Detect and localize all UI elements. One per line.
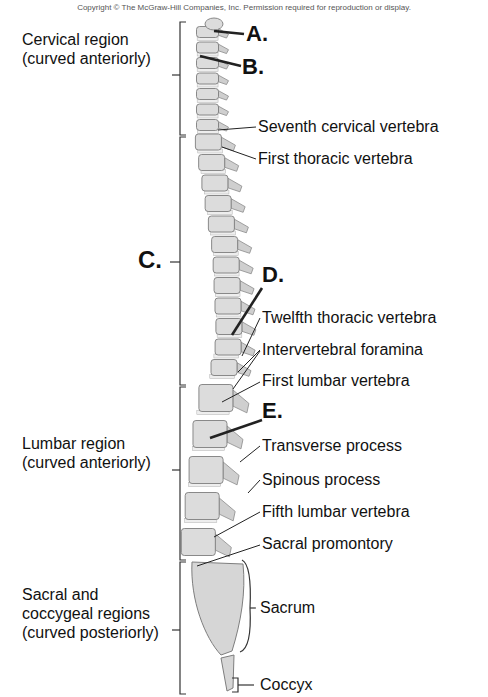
- spinous-process: [231, 199, 245, 213]
- part-label: Sacral promontory: [262, 534, 484, 553]
- vertebral-body: [205, 196, 231, 212]
- vertebral-column: [181, 18, 256, 691]
- callout-letter: D.: [262, 262, 302, 288]
- leader-line: [242, 318, 260, 356]
- part-label: Fifth lumbar vertebra: [262, 502, 484, 521]
- bracket: [180, 387, 186, 560]
- vertebral-body: [197, 104, 219, 115]
- vertebral-body: [211, 360, 237, 376]
- spinous-process: [219, 498, 235, 521]
- spinous-process: [233, 390, 249, 413]
- vertebral-body: [215, 339, 241, 355]
- vertebral-body: [215, 298, 241, 314]
- leader-lines: [197, 31, 262, 566]
- vertebral-body: [212, 237, 238, 253]
- spinous-process: [234, 219, 248, 233]
- bracket: [172, 629, 180, 630]
- vertebral-body: [197, 73, 219, 84]
- leader-line: [238, 350, 260, 372]
- vertebral-body: [199, 155, 225, 171]
- vertebral-body: [202, 175, 228, 191]
- vertebral-body: [189, 457, 223, 484]
- vertebral-body: [185, 493, 219, 520]
- spinous-process: [219, 91, 229, 100]
- atlas: [205, 18, 223, 30]
- spinous-process: [225, 158, 239, 172]
- bracket: [180, 562, 186, 694]
- vertebral-body: [195, 134, 221, 150]
- spinous-process: [219, 44, 229, 53]
- leader-line: [248, 480, 260, 493]
- part-label: First lumbar vertebra: [262, 371, 484, 390]
- spinous-process: [228, 178, 242, 192]
- part-label: Twelfth thoracic vertebra: [262, 308, 484, 327]
- vertebral-body: [181, 529, 215, 556]
- sacrum-shape: [192, 562, 244, 655]
- part-label: First thoracic vertebra: [258, 149, 483, 168]
- spinous-process: [223, 462, 239, 485]
- region-label: Sacral and coccygeal regions (curved pos…: [22, 585, 170, 643]
- spinous-process: [238, 240, 252, 254]
- vertebral-body: [199, 385, 233, 412]
- bracket: [172, 74, 180, 75]
- part-label: Sacrum: [260, 598, 460, 617]
- leader-line: [222, 147, 256, 159]
- leader-line: [214, 512, 260, 537]
- leader-line: [232, 288, 262, 335]
- part-label: Transverse process: [262, 436, 484, 455]
- leader-line: [222, 382, 260, 402]
- region-label: Cervical region (curved anteriorly): [22, 30, 170, 68]
- bracket: [232, 678, 238, 692]
- part-label: Intervertebral foramina: [262, 340, 484, 359]
- leader-line: [218, 127, 256, 130]
- part-label: Seventh cervical vertebra: [258, 117, 483, 136]
- callout-letter: B.: [242, 54, 282, 80]
- vertebral-body: [213, 257, 239, 273]
- leader-line: [200, 56, 241, 66]
- part-label: Spinous process: [262, 470, 484, 489]
- callout-letter: C.: [138, 246, 172, 275]
- spinous-process: [219, 75, 229, 84]
- region-brackets: [170, 22, 256, 694]
- bracket: [250, 607, 256, 608]
- vertebral-body: [197, 120, 219, 131]
- callout-letter: E.: [262, 398, 302, 424]
- callout-letter: A.: [246, 21, 286, 47]
- region-label: Lumbar region (curved anteriorly): [22, 434, 170, 472]
- vertebral-body: [197, 89, 219, 100]
- leader-line: [214, 31, 244, 34]
- bracket: [170, 261, 180, 262]
- bracket: [172, 469, 180, 470]
- bracket: [180, 137, 186, 385]
- spinous-process: [215, 534, 231, 557]
- vertebral-body: [208, 216, 234, 232]
- spinous-process: [239, 260, 253, 274]
- leader-line: [197, 545, 260, 566]
- coccyx-shape: [221, 655, 234, 691]
- sacrum-bracket: [240, 560, 250, 652]
- bracket: [180, 22, 186, 135]
- leader-line: [210, 420, 262, 438]
- leader-line: [233, 351, 260, 389]
- spinous-process: [242, 322, 256, 336]
- part-label: Coccyx: [260, 675, 460, 694]
- vertebral-body: [214, 278, 240, 294]
- leader-line: [240, 446, 260, 462]
- bracket: [238, 684, 254, 685]
- vertebral-body: [197, 42, 219, 53]
- spinous-process: [219, 106, 229, 115]
- spinous-process: [240, 281, 254, 295]
- copyright-notice: Copyright © The McGraw-Hill Companies, I…: [44, 3, 444, 13]
